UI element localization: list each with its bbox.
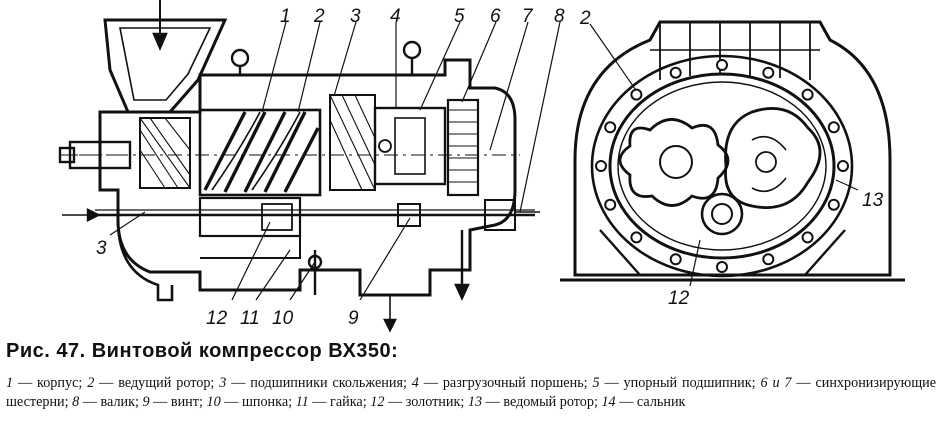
legend-text: — валик;: [79, 394, 143, 410]
bolt-hole: [604, 198, 617, 211]
legend-number: 8: [72, 394, 80, 410]
legend-number: 9: [142, 394, 150, 410]
legend-text: — золотник;: [384, 394, 468, 410]
legend-number: 10: [206, 394, 221, 410]
legend-item: 1 — корпус;: [6, 375, 87, 391]
callouts-right: 2 13 12: [579, 8, 884, 309]
callout-7: 7: [522, 6, 534, 27]
legend-number: 12: [370, 394, 385, 410]
legend-number: 13: [467, 394, 483, 410]
legend-item: 14 — сальник: [601, 394, 685, 410]
callout-3: 3: [350, 6, 361, 27]
legend-item: 8 — валик;: [72, 394, 142, 410]
legend-text: — синхронизирующие шестерни;: [6, 375, 937, 410]
callout-1: 1: [280, 6, 291, 27]
bolt-hole: [630, 88, 643, 101]
legend-number: 5: [592, 375, 600, 391]
legend-number: 14: [601, 394, 616, 410]
callout-11: 11: [240, 308, 260, 329]
bolt-hole: [837, 160, 849, 172]
legend-item: 3 — подшипники скольжения;: [219, 375, 412, 391]
callout-6: 6: [490, 6, 501, 27]
legend-text: — подшипники скольжения;: [226, 375, 412, 391]
bolt-hole: [827, 198, 840, 211]
callout-8: 8: [554, 6, 565, 27]
legend-number: 1: [6, 375, 14, 391]
callout-9: 9: [348, 308, 359, 329]
legend-item: 9 — винт;: [143, 394, 207, 410]
callout-5: 5: [454, 6, 465, 27]
flange-bolts: [595, 59, 849, 273]
compressor-drawing: 1 2 3 4 5 6 7 8 3 12 11 10 9 2 13 12: [58, 0, 905, 333]
legend-item: 6 и 7 — синхронизирующие шестерни;: [6, 375, 936, 410]
legend-item: 11 — гайка;: [296, 394, 371, 410]
legend-text: — сальник: [615, 394, 686, 410]
legend-text: — корпус;: [13, 375, 88, 391]
legend-number: 4: [411, 375, 419, 391]
legend-text: — шпонка;: [220, 394, 296, 410]
callout-2: 2: [313, 6, 325, 27]
bolt-hole: [827, 121, 840, 134]
bolt-hole: [762, 66, 775, 79]
legend-text: — разгрузочный поршень;: [418, 375, 593, 391]
callout-10: 10: [272, 308, 294, 329]
legend-item: 5 — упорный подшипник;: [593, 375, 761, 391]
bolt-hole: [669, 66, 682, 79]
figure-title: Рис. 47. Винтовой компрессор ВХ350:: [6, 340, 399, 362]
legend-text: — упорный подшипник;: [599, 375, 761, 391]
callout-2-right: 2: [579, 8, 591, 29]
bolt-hole: [762, 253, 775, 266]
legend-text: — винт;: [149, 394, 207, 410]
legend-item: 4 — разгрузочный поршень;: [412, 375, 593, 391]
legend-text: — ведущий ротор;: [94, 375, 220, 391]
callout-12: 12: [206, 308, 228, 329]
bolt-hole: [716, 59, 728, 71]
bolt-hole: [630, 231, 643, 244]
legend-item: 2 — ведущий ротор;: [87, 375, 219, 391]
legend-text: — ведомый ротор;: [482, 394, 602, 410]
bolt-hole: [801, 88, 814, 101]
callout-4: 4: [390, 6, 401, 27]
legend-number: 6 и 7: [760, 375, 792, 391]
callout-3-bottom: 3: [96, 238, 107, 259]
figure-legend: 1 — корпус; 2 — ведущий ротор; 3 — подши…: [6, 374, 936, 412]
bolt-hole: [669, 253, 682, 266]
legend-item: 12 — золотник;: [370, 394, 468, 410]
bolt-hole: [595, 160, 607, 172]
bolt-hole: [801, 231, 814, 244]
bolt-hole: [604, 121, 617, 134]
callout-13: 13: [862, 190, 884, 211]
legend-number: 2: [87, 375, 95, 391]
legend-number: 11: [295, 394, 309, 410]
legend-text: — гайка;: [308, 394, 371, 410]
callouts-left: 1 2 3 4 5 6 7 8 3 12 11 10 9: [96, 6, 565, 329]
legend-item: 10 — шпонка;: [206, 394, 295, 410]
callout-12-right: 12: [668, 288, 690, 309]
legend-item: 13 — ведомый ротор;: [468, 394, 602, 410]
legend-number: 3: [219, 375, 227, 391]
bolt-hole: [716, 261, 728, 273]
